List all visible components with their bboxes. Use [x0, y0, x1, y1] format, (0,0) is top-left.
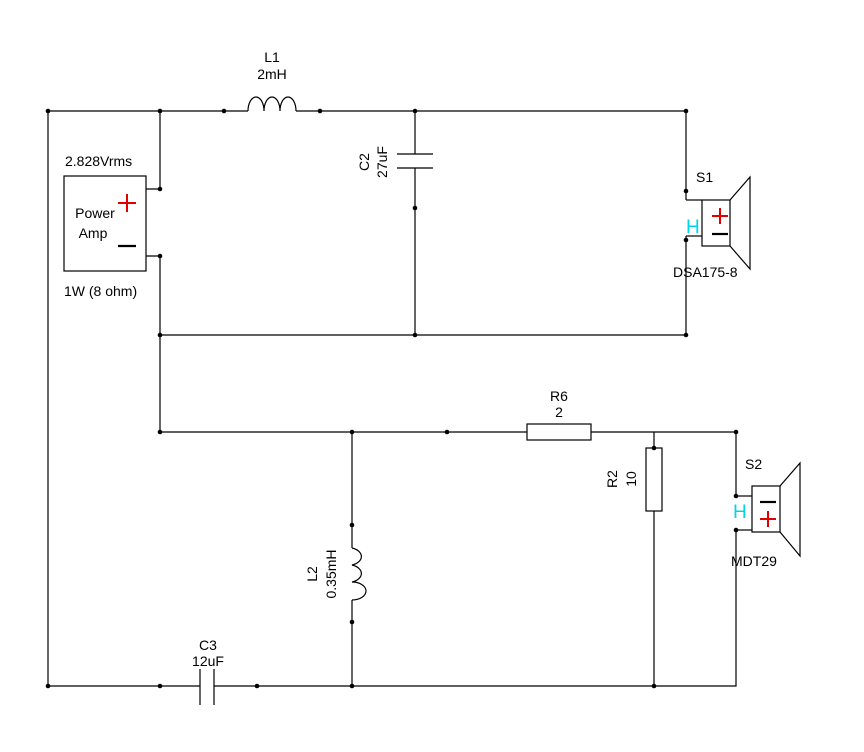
junction-dot: [444, 429, 450, 435]
junction-dot: [412, 205, 418, 211]
junction-dot: [349, 619, 355, 625]
r6-value-label: 2: [555, 404, 563, 420]
junction-dot: [733, 429, 739, 435]
amp-voltage-label: 2.828Vrms: [65, 153, 132, 169]
junction-dot: [412, 332, 418, 338]
power-amp-box: [63, 175, 147, 272]
s1-polarity-mark: H: [686, 217, 700, 238]
junction-dot: [157, 108, 163, 114]
inductor-l1[interactable]: L1 2mH: [247, 49, 297, 112]
l1-ref-label: L1: [264, 49, 280, 65]
junction-dot: [349, 683, 355, 689]
junction-dot: [683, 108, 689, 114]
speaker-s2[interactable]: H S2 MDT29: [731, 456, 801, 569]
junction-dot: [157, 186, 163, 192]
wire-bottom-right: [214, 530, 737, 687]
c3-ref-label: C3: [199, 637, 217, 653]
inductor-l1-coil: [247, 96, 297, 112]
junction-dot: [412, 108, 418, 114]
wire-top-right: [296, 110, 687, 200]
r6-ref-label: R6: [550, 388, 568, 404]
resistor-r2-body: [645, 447, 663, 512]
r2-ref-label: R2: [604, 470, 620, 488]
junction-dot: [221, 108, 227, 114]
speaker-s1[interactable]: H S1 DSA175-8: [673, 169, 751, 280]
s1-model-label: DSA175-8: [673, 264, 738, 280]
junction-dot: [349, 429, 355, 435]
s1-magnet: [701, 199, 731, 247]
r2-value-label: 10: [623, 471, 639, 487]
amp-name-line2: Amp: [79, 225, 108, 241]
c2-ref-label: C2: [356, 153, 372, 171]
s1-cone: [729, 175, 751, 271]
c2-value-label: 27uF: [374, 146, 390, 178]
junction-dot: [349, 522, 355, 528]
c3-value-label: 12uF: [192, 653, 224, 669]
junction-dot: [254, 683, 260, 689]
s2-cone: [779, 461, 801, 558]
wire-amp-minus: [146, 255, 161, 432]
junction-dot: [45, 683, 51, 689]
resistor-r2[interactable]: R2 10: [604, 447, 663, 512]
wire-amp-plus: [146, 111, 161, 190]
s2-ref-label: S2: [745, 456, 762, 472]
junction-dot: [683, 237, 689, 243]
amp-rating-label: 1W (8 ohm): [64, 283, 137, 299]
s2-polarity-mark: H: [733, 502, 747, 523]
l1-value-label: 2mH: [257, 66, 287, 82]
inductor-l2-coil: [351, 547, 367, 601]
capacitor-c3[interactable]: C3 12uF: [192, 637, 224, 705]
junction-dot: [157, 683, 163, 689]
junction-dot: [157, 332, 163, 338]
junction-dot: [157, 253, 163, 259]
junction-dot: [157, 429, 163, 435]
amp-name-line1: Power: [75, 205, 115, 221]
junction-dot: [45, 108, 51, 114]
power-amp[interactable]: Power Amp 2.828Vrms 1W (8 ohm): [63, 153, 147, 299]
junction-dot: [651, 683, 657, 689]
wires: [47, 110, 737, 687]
inductor-l2[interactable]: L2 0.35mH: [304, 547, 367, 601]
resistor-r6[interactable]: R6 2: [526, 388, 592, 441]
capacitor-c2[interactable]: C2 27uF: [356, 146, 433, 178]
s1-ref-label: S1: [696, 169, 713, 185]
junction-dots: [45, 108, 739, 689]
s2-model-label: MDT29: [731, 553, 777, 569]
junction-dot: [683, 332, 689, 338]
l2-ref-label: L2: [304, 566, 320, 582]
junction-dot: [317, 108, 323, 114]
s2-magnet: [751, 485, 781, 533]
resistor-r6-body: [526, 423, 592, 441]
l2-value-label: 0.35mH: [323, 549, 339, 598]
junction-dot: [683, 188, 689, 194]
